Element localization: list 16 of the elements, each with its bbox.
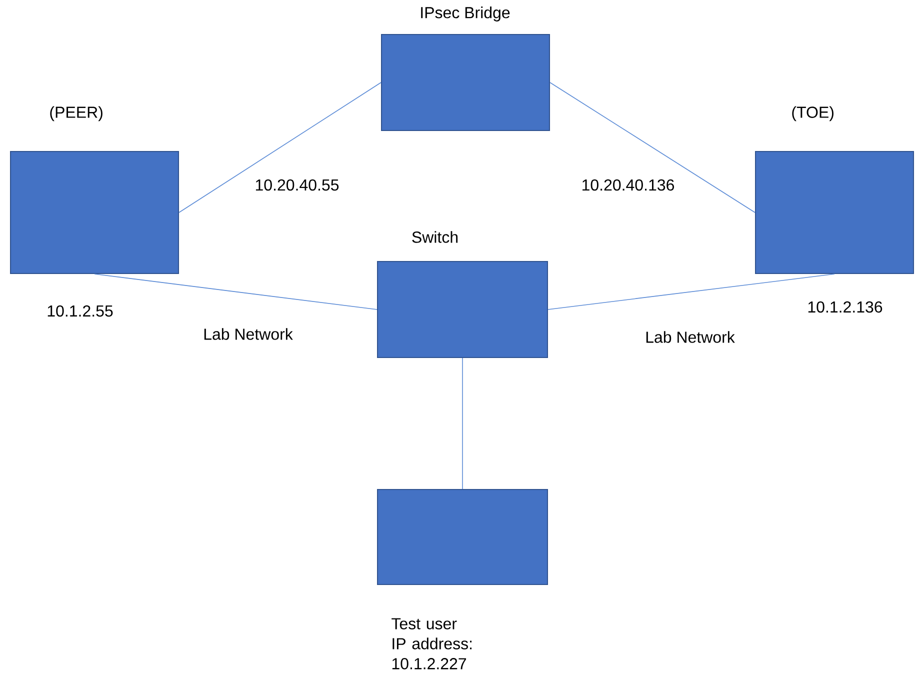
edge-label: 10.20.40.55 [254, 178, 340, 192]
connection-line [462, 358, 463, 490]
device-label: IPsec Bridge [421, 6, 510, 22]
connection-line [94, 274, 378, 310]
ip-address-label: 10.1.2.136 [808, 301, 882, 313]
connection-line [550, 82, 756, 213]
edge-label: Lab Network [644, 330, 736, 344]
edge-label: 10.20.40.136 [580, 178, 676, 192]
device-label: (TOE) [792, 106, 834, 122]
edge-label: Lab Network [202, 327, 294, 341]
connection-line [178, 82, 382, 213]
ip-address-label: 10.1.2.55 [48, 305, 113, 317]
connection-line [548, 274, 835, 310]
device-label: (PEER) [50, 106, 102, 122]
device-label: Switch [412, 231, 458, 243]
device-label: Test user IP address: 10.1.2.227 [392, 618, 472, 670]
